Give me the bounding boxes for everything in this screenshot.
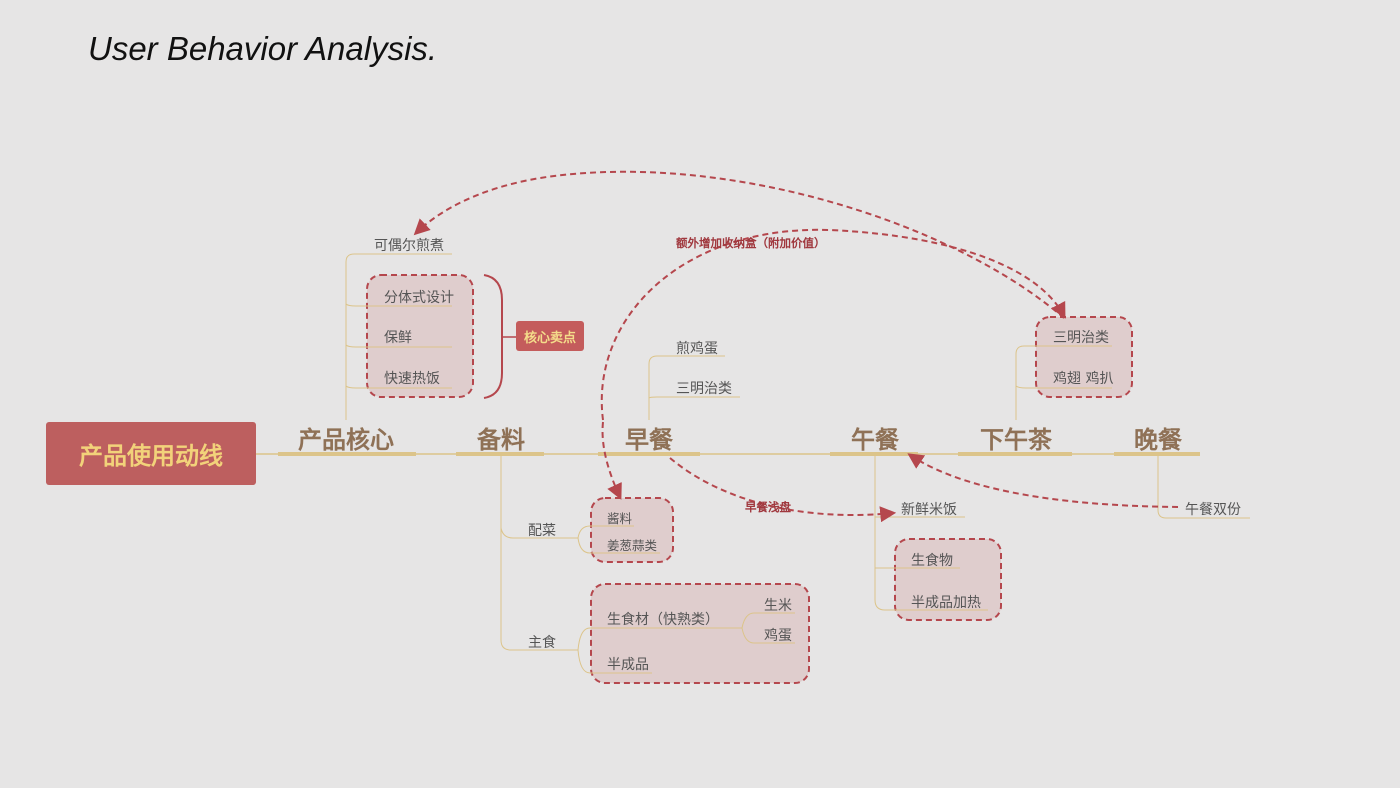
category-tea[interactable]: 下午茶 [980, 426, 1052, 454]
flow-breakfast-to-lunch [669, 457, 897, 523]
dinner-double-node[interactable]: 午餐双份 [1185, 502, 1241, 518]
lunch-raw-node[interactable]: 生食物 [911, 553, 953, 569]
category-lunch[interactable]: 午餐 [851, 426, 899, 454]
page-title: User Behavior Analysis. [88, 30, 438, 67]
prep-egg-node[interactable]: 鸡蛋 [764, 628, 792, 644]
category-core[interactable]: 产品核心 [298, 426, 394, 454]
side-highlight-box [590, 497, 674, 563]
prep-raw-node[interactable]: 生食材（快熟类） [607, 612, 719, 628]
core-selling-point-badge[interactable]: 核心卖点 [516, 321, 584, 351]
staple-highlight-box [590, 583, 810, 684]
tea-wings-node[interactable]: 鸡翅 鸡扒 [1053, 371, 1114, 387]
flow-storage-to-tea [600, 228, 1066, 421]
flow-storage-to-side [601, 421, 622, 500]
root-node[interactable]: 产品使用动线 [46, 422, 256, 485]
storage-box-note: 额外增加收纳盒（附加价值） [676, 236, 826, 250]
core-split-node[interactable]: 分体式设计 [384, 290, 454, 306]
tea-highlight-box [1035, 316, 1133, 398]
prep-semi-node[interactable]: 半成品 [607, 657, 649, 673]
prep-sauce-node[interactable]: 酱料 [607, 511, 633, 526]
prep-side-node[interactable]: 配菜 [528, 523, 556, 539]
lunch-rice-node[interactable]: 新鲜米饭 [901, 502, 957, 518]
category-dinner[interactable]: 晚餐 [1134, 426, 1182, 454]
breakfast-sandwich-node[interactable]: 三明治类 [676, 381, 732, 397]
category-breakfast[interactable]: 早餐 [625, 426, 673, 454]
core-occasional-node[interactable]: 可偶尔煎煮 [374, 238, 444, 254]
core-fresh-node[interactable]: 保鲜 [384, 330, 412, 346]
core-bracket [483, 274, 503, 399]
prep-rice-node[interactable]: 生米 [764, 598, 792, 614]
lunch-highlight-box [894, 538, 1002, 621]
category-prep[interactable]: 备料 [477, 426, 525, 454]
prep-ginger-node[interactable]: 姜葱蒜类 [607, 538, 658, 553]
tea-sandwich-node[interactable]: 三明治类 [1053, 330, 1109, 346]
core-heat-node[interactable]: 快速热饭 [384, 371, 440, 387]
prep-staple-node[interactable]: 主食 [528, 635, 556, 651]
breakfast-tray-note: 早餐浅盘 [745, 500, 791, 514]
lunch-semi-node[interactable]: 半成品加热 [911, 595, 981, 611]
breakfast-fried-egg-node[interactable]: 煎鸡蛋 [676, 341, 718, 357]
